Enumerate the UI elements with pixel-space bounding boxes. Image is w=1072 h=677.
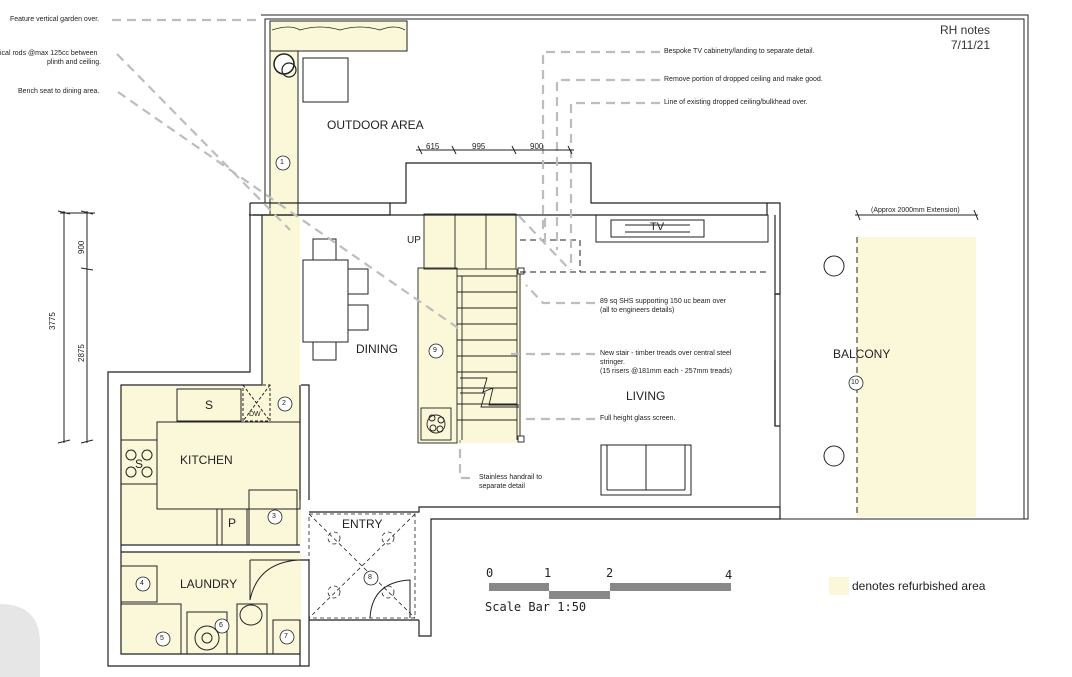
page-corner <box>0 604 40 677</box>
marker-4-circle <box>135 576 151 592</box>
note-remove-ceiling: Remove portion of dropped ceiling and ma… <box>664 76 823 83</box>
ceiling-line <box>520 239 768 273</box>
dim-2875: 2875 <box>77 344 86 362</box>
note-bench: Bench seat to dining area. <box>18 88 100 95</box>
note-tv-cabinetry: Bespoke TV cabinetry/landing to separate… <box>664 48 815 55</box>
note-rods-1: ical rods @max 125cc between <box>0 50 98 57</box>
legend-swatch <box>829 577 849 595</box>
note-rods-2: plinth and ceiling. <box>47 59 102 66</box>
scale-label-4: 4 <box>725 568 733 582</box>
room-kitchen: KITCHEN <box>180 453 233 467</box>
stair-up-label: UP <box>407 235 421 246</box>
dim-3775: 3775 <box>48 312 57 330</box>
leader-lines <box>112 18 660 480</box>
cooktop-label: S <box>135 457 144 471</box>
marker-2-circle <box>277 396 293 412</box>
dim-995: 995 <box>472 142 486 151</box>
room-dining: DINING <box>356 342 398 356</box>
marker-7: 7 <box>284 633 288 640</box>
scale-bar-graphic <box>489 583 731 599</box>
marker-10: 10 <box>851 379 859 386</box>
marker-9: 9 <box>433 347 437 354</box>
note-handrail-2: separate detail <box>479 483 525 490</box>
note-glass: Full height glass screen. <box>600 415 676 422</box>
marker-5: 5 <box>160 635 164 642</box>
tv-unit <box>595 214 769 243</box>
entry-door <box>369 579 411 619</box>
note-shs-2: (all to engineers details) <box>600 307 675 314</box>
rh-author: RH notes <box>940 23 991 37</box>
kitchen-fittings <box>120 384 301 546</box>
left-dimensions <box>57 210 95 444</box>
note-stair-1: New stair - timber treads over central s… <box>600 350 732 357</box>
note-garden: Feature vertical garden over. <box>10 16 100 23</box>
marker-4: 4 <box>140 580 144 587</box>
vertical-garden <box>269 20 408 214</box>
dim-v900: 900 <box>77 240 86 254</box>
note-extension: (Approx 2000mm Extension) <box>871 207 960 214</box>
marker-8: 8 <box>368 574 372 581</box>
rh-date: 7/11/21 <box>950 38 991 52</box>
marker-5-circle <box>155 631 171 647</box>
sink-label: S <box>205 398 214 412</box>
marker-6: 6 <box>219 622 223 629</box>
extension-dim <box>855 209 979 221</box>
room-living: LIVING <box>626 389 666 403</box>
note-stair-2: stringer. <box>600 359 625 366</box>
rh-notes: RH notes 7/11/21 <box>940 23 990 53</box>
entry-dashed <box>308 513 416 619</box>
pantry-label: P <box>228 516 237 530</box>
marker-3-circle <box>267 509 283 525</box>
marker-1-circle <box>275 155 291 171</box>
marker-7-circle <box>279 629 295 645</box>
marker-3: 3 <box>272 513 276 520</box>
legend-text: denotes refurbished area <box>852 579 986 593</box>
note-shs-1: 89 sq SHS supporting 150 uc beam over <box>600 298 727 305</box>
laundry-fittings <box>120 559 301 655</box>
dim-900: 900 <box>530 142 544 151</box>
dim-615: 615 <box>426 142 440 151</box>
note-existing-ceiling: Line of existing dropped ceiling/bulkhea… <box>664 99 808 106</box>
note-stair-3: (15 risers @181mm each - 257mm treads) <box>600 368 732 375</box>
note-handrail-1: Stainless handrail to <box>479 474 543 481</box>
top-dimensions <box>416 145 574 155</box>
marker-2: 2 <box>282 400 286 407</box>
room-balcony: BALCONY <box>833 347 891 361</box>
room-outdoor: OUTDOOR AREA <box>327 118 424 132</box>
stair <box>417 213 525 444</box>
refurbished-areas <box>121 24 976 654</box>
tv-label: TV <box>650 221 665 233</box>
scale-label-2: 2 <box>606 566 614 580</box>
marker-circles <box>135 155 864 647</box>
scale-label-0: 0 <box>486 566 494 580</box>
scale-label-1: 1 <box>544 566 552 580</box>
room-laundry: LAUNDRY <box>180 577 238 591</box>
marker-8-circle <box>363 570 379 586</box>
marker-9-circle <box>428 343 444 359</box>
balcony-posts <box>823 255 845 467</box>
room-entry: ENTRY <box>342 517 383 531</box>
sofa <box>600 444 692 496</box>
marker-6-circle <box>214 618 230 634</box>
marker-1: 1 <box>280 159 284 166</box>
dishwasher-label: DW <box>249 411 261 418</box>
scale-bar-title: Scale Bar 1:50 <box>485 600 587 614</box>
dining-set <box>302 238 369 361</box>
marker-10-circle <box>848 375 864 391</box>
